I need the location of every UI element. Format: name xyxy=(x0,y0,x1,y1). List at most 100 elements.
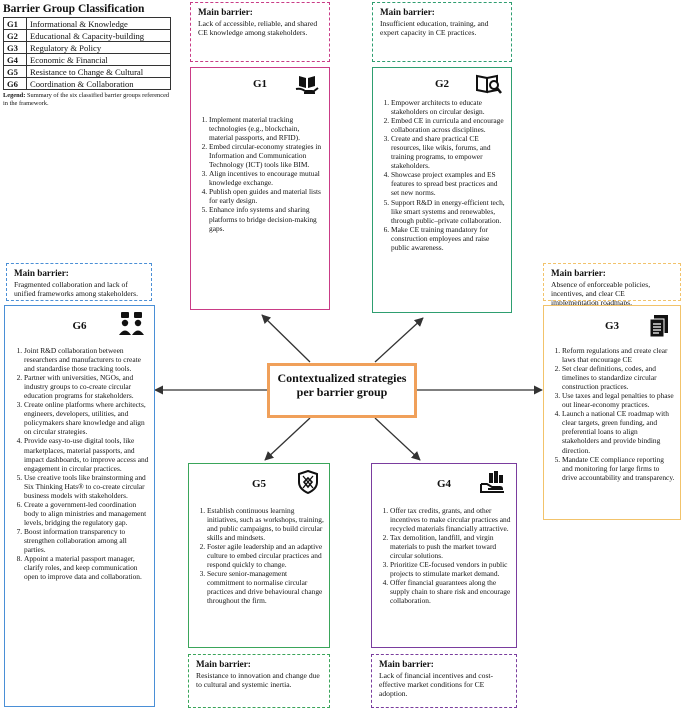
legend-name: Economic & Financial xyxy=(26,53,171,66)
barrier-box-g6: Main barrier: Fragmented collaboration a… xyxy=(6,263,152,301)
group-box-g1: G1 Implement material tracking technolog… xyxy=(190,67,330,310)
barrier-text: Absence of enforceable policies, incenti… xyxy=(551,280,651,308)
strategy-item: Mandate CE compliance reporting and moni… xyxy=(562,455,676,482)
legend-code: G3 xyxy=(3,41,27,54)
strategy-item: Create and share practical CE resources,… xyxy=(391,134,506,170)
people-talk-icon xyxy=(118,311,146,342)
barrier-heading: Main barrier: xyxy=(198,7,253,17)
strategy-item: Joint R&D collaboration between research… xyxy=(24,346,149,373)
barrier-text: Insufficient education, training, and ex… xyxy=(380,19,489,38)
center-label: Contextualized strategies per barrier gr… xyxy=(277,371,407,399)
barrier-box-g1: Main barrier: Lack of accessible, reliab… xyxy=(190,2,330,62)
strategy-item: Partner with universities, NGOs, and ind… xyxy=(24,373,149,400)
group-title: G5 xyxy=(251,478,267,490)
legend-code: G4 xyxy=(3,53,27,66)
arrow-to-g1 xyxy=(261,314,311,363)
legend-name: Resistance to Change & Cultural xyxy=(26,65,171,78)
barrier-box-g2: Main barrier: Insufficient education, tr… xyxy=(372,2,512,62)
strategy-list: Joint R&D collaboration between research… xyxy=(12,346,149,581)
strategy-item: Create online platforms where architects… xyxy=(24,400,149,436)
strategy-item: Implement material tracking technologies… xyxy=(209,115,324,142)
strategy-item: Set clear definitions, codes, and timeli… xyxy=(562,364,676,391)
legend-caption-label: Legend: xyxy=(3,92,26,99)
barrier-text: Lack of accessible, reliable, and shared… xyxy=(198,19,318,38)
legend-code: G2 xyxy=(3,29,27,42)
legend-caption: Legend: Summary of the six classified ba… xyxy=(3,92,175,108)
strategy-item: Showcase project examples and ES feature… xyxy=(391,170,506,197)
center-box: Contextualized strategies per barrier gr… xyxy=(267,363,417,418)
strategy-item: Empower architects to educate stakeholde… xyxy=(391,98,506,116)
group-title: G3 xyxy=(604,320,620,332)
strategy-list: Empower architects to educate stakeholde… xyxy=(379,98,506,252)
hand-money-icon xyxy=(480,470,506,499)
group-box-g6: G6 Joint R&D collaboration between resea… xyxy=(4,305,155,707)
strategy-list: Establish continuous learning initiative… xyxy=(195,506,324,606)
strategy-item: Align incentives to encourage mutual kno… xyxy=(209,169,324,187)
strategy-list: Implement material tracking technologies… xyxy=(197,115,324,233)
strategy-item: Offer financial guarantees along the sup… xyxy=(390,578,511,605)
barrier-heading: Main barrier: xyxy=(14,268,69,278)
legend-code: G1 xyxy=(3,17,27,30)
strategy-item: Appoint a material passport manager, cla… xyxy=(24,554,149,581)
strategy-item: Establish continuous learning initiative… xyxy=(207,506,324,542)
strategy-item: Make CE training mandatory for construct… xyxy=(391,225,506,252)
legend-name: Coordination & Collaboration xyxy=(26,77,171,90)
group-title: G4 xyxy=(436,478,452,490)
strategy-item: Prioritize CE-focused vendors in public … xyxy=(390,560,511,578)
legend-name: Educational & Capacity-building xyxy=(26,29,171,42)
group-box-g4: G4 Offer tax credits, grants, and other … xyxy=(371,463,517,648)
strategy-item: Create a government-led coordination bod… xyxy=(24,500,149,527)
strategy-list: Offer tax credits, grants, and other inc… xyxy=(378,506,511,606)
strategy-item: Enhance info systems and sharing platfor… xyxy=(209,205,324,232)
strategy-item: Offer tax credits, grants, and other inc… xyxy=(390,506,511,533)
legend-code: G5 xyxy=(3,65,27,78)
legend-title: Barrier Group Classification xyxy=(3,3,145,15)
strategy-item: Publish open guides and material lists f… xyxy=(209,187,324,205)
barrier-box-g5: Main barrier: Resistance to innovation a… xyxy=(188,654,330,708)
arrow-to-g5 xyxy=(264,417,311,461)
legend-name: Informational & Knowledge xyxy=(26,17,171,30)
barrier-text: Lack of financial incentives and cost-ef… xyxy=(379,671,494,699)
strategy-item: Use creative tools like brainstorming an… xyxy=(24,473,149,500)
strategy-item: Provide easy-to-use digital tools, like … xyxy=(24,436,149,472)
document-stack-icon xyxy=(648,314,670,343)
legend-name: Regulatory & Policy xyxy=(26,41,171,54)
strategy-item: Foster agile leadership and an adaptive … xyxy=(207,542,324,569)
strategy-item: Secure senior-management commitment to n… xyxy=(207,569,324,605)
barrier-heading: Main barrier: xyxy=(196,659,251,669)
strategy-list: Reform regulations and create clear laws… xyxy=(550,346,676,482)
strategy-item: Use taxes and legal penalties to phase o… xyxy=(562,391,676,409)
barrier-box-g3: Main barrier: Absence of enforceable pol… xyxy=(543,263,681,307)
strategy-item: Boost information transparency to streng… xyxy=(24,527,149,554)
legend-code: G6 xyxy=(3,77,27,90)
arrow-to-g2 xyxy=(374,317,424,363)
barrier-heading: Main barrier: xyxy=(380,7,435,17)
strategy-item: Embed circular-economy strategies in Inf… xyxy=(209,142,324,169)
strategy-item: Embed CE in curricula and encourage coll… xyxy=(391,116,506,134)
barrier-heading: Main barrier: xyxy=(551,268,606,278)
legend-caption-text: Summary of the six classified barrier gr… xyxy=(3,92,170,107)
group-box-g3: G3 Reform regulations and create clear l… xyxy=(543,305,681,520)
barrier-heading: Main barrier: xyxy=(379,659,434,669)
group-box-g5: G5 Establish continuous learning initiat… xyxy=(188,463,330,648)
group-box-g2: G2 Empower architects to educate stakeho… xyxy=(372,67,512,313)
group-title: G1 xyxy=(252,78,268,90)
arrow-to-g4 xyxy=(374,417,421,461)
book-search-icon xyxy=(475,73,503,100)
strategy-item: Reform regulations and create clear laws… xyxy=(562,346,676,364)
barrier-text: Resistance to innovation and change due … xyxy=(196,671,320,690)
strategy-item: Tax demolition, landfill, and virgin mat… xyxy=(390,533,511,560)
barrier-box-g4: Main barrier: Lack of financial incentiv… xyxy=(371,654,517,708)
book-hand-icon xyxy=(295,74,319,101)
shield-heart-icon xyxy=(297,469,319,499)
barrier-text: Fragmented collaboration and lack of uni… xyxy=(14,280,138,299)
